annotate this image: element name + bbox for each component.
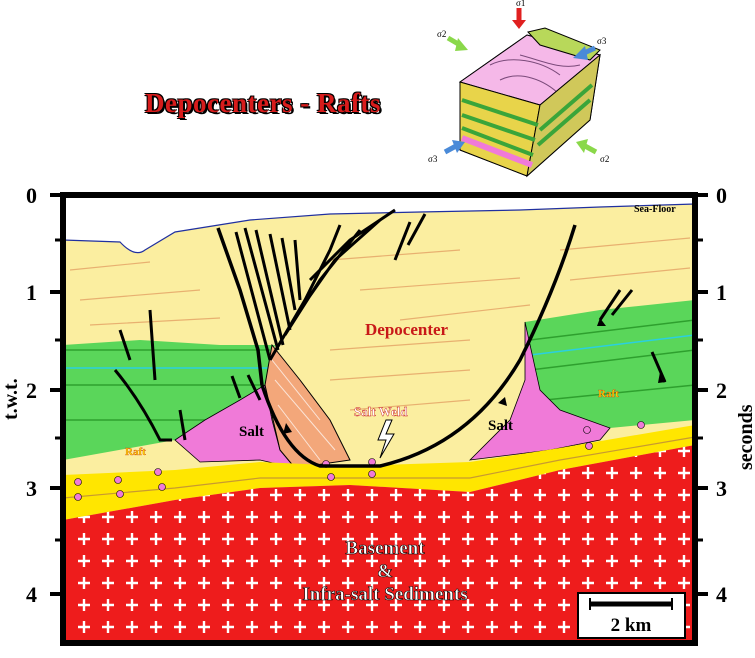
salt-weld-icon [377, 419, 395, 459]
depocenter-label: Depocenter [365, 320, 449, 339]
left-axis-label: t.w.t. [0, 378, 22, 420]
salt-left-label: Salt [239, 424, 264, 440]
stress-block-icon [458, 27, 602, 178]
sigma2-right-label: σ2 [600, 154, 609, 164]
sea-floor-label: Sea-Floor [634, 204, 676, 215]
sigma3-left-label: σ3 [428, 154, 438, 164]
salt-right-label: Salt [488, 418, 513, 434]
axis-ticks [50, 193, 708, 596]
basement-label-line1: Basement [345, 538, 425, 559]
tick-right-0: 0 [716, 183, 727, 208]
tick-left-0: 0 [26, 183, 37, 208]
cross-section [63, 195, 695, 643]
diagram-title: Depocenters - Rafts [145, 88, 381, 118]
sigma1-label: σ1 [516, 0, 525, 8]
right-axis-label: seconds [735, 404, 755, 470]
raft-left-label: Raft [125, 446, 146, 458]
scale-bar: 2 km [577, 592, 686, 639]
stress-arrows [443, 8, 598, 155]
salt-left [174, 384, 297, 469]
raft-right-label: Raft [598, 388, 619, 400]
raft-right [525, 300, 695, 428]
section-frame [60, 192, 698, 646]
sigma3-right-label: σ3 [597, 36, 607, 46]
tick-left-3: 3 [26, 476, 37, 501]
tick-left-1: 1 [26, 280, 37, 305]
axis-tick-labels: 0 1 2 3 4 0 1 2 3 4 [26, 183, 727, 607]
tick-left-4: 4 [26, 582, 37, 607]
scale-bar-label: 2 km [611, 615, 652, 636]
tick-right-3: 3 [716, 476, 727, 501]
basement-label-line2: & [377, 561, 393, 582]
pre-salt-sand [63, 425, 695, 520]
salt-right [468, 321, 611, 461]
tick-left-2: 2 [26, 378, 37, 403]
tick-right-4: 4 [716, 582, 727, 607]
tick-right-2: 2 [716, 378, 727, 403]
sigma2-left-label: σ2 [437, 29, 446, 39]
salt-weld-label: Salt Weld [354, 404, 408, 419]
depocenter-boundary-faults [260, 224, 577, 468]
basement [63, 445, 695, 643]
basement-label-line3: Infra-salt Sediments [302, 584, 467, 605]
tick-right-1: 1 [716, 280, 727, 305]
sea-floor-line [63, 203, 695, 254]
